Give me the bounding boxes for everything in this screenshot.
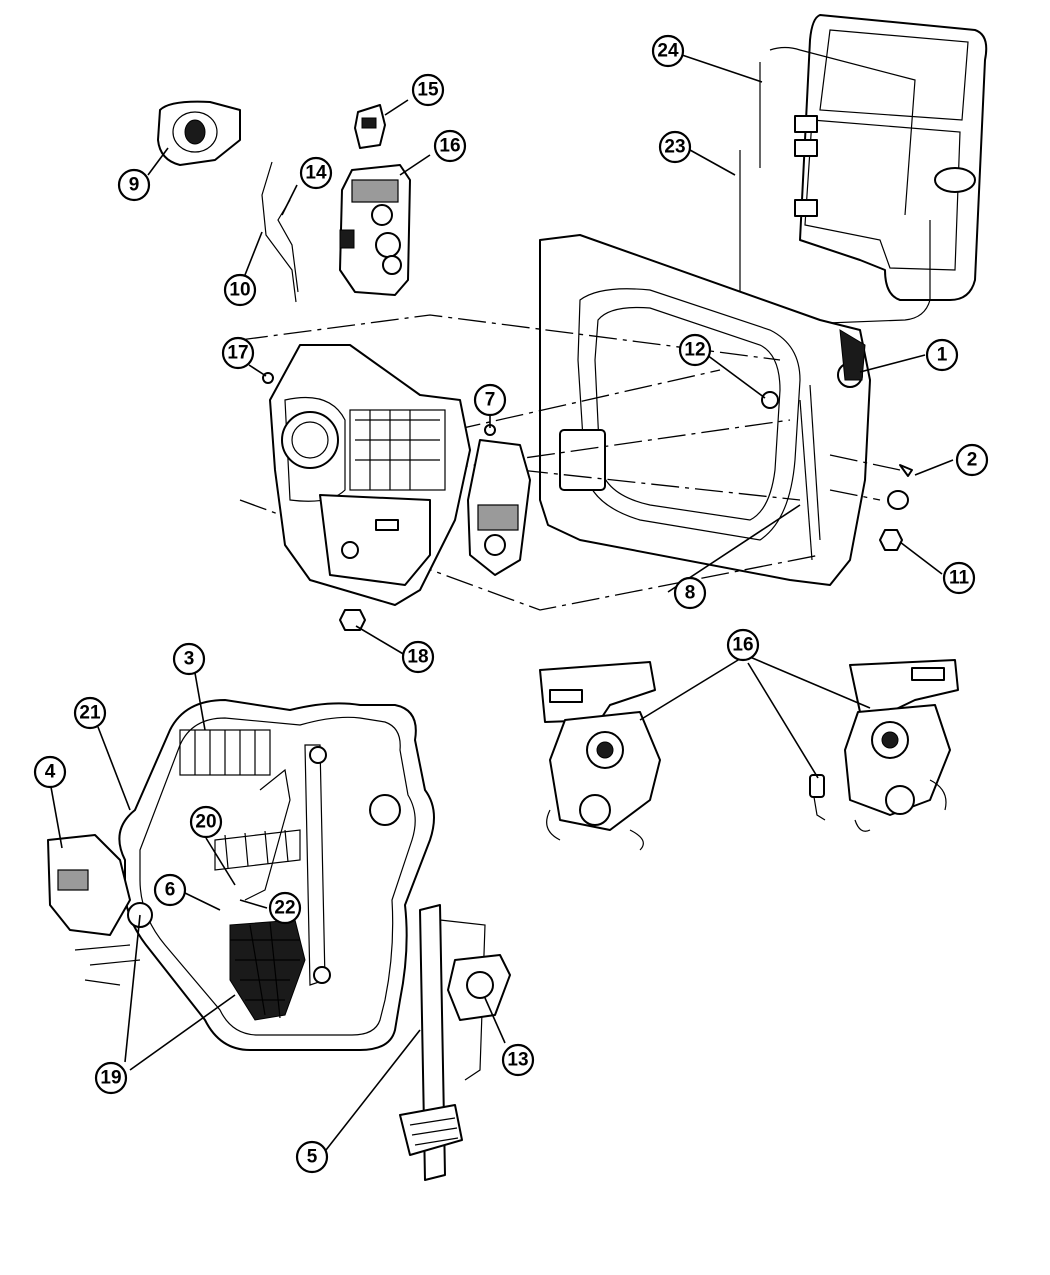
- callout-9: 9: [117, 168, 151, 202]
- svg-text:10: 10: [229, 280, 250, 301]
- callout-8: 8: [673, 576, 707, 610]
- callout-1: 1: [925, 338, 959, 372]
- handle-bezel: [157, 100, 241, 166]
- callout-13: 13: [501, 1043, 535, 1077]
- svg-text:14: 14: [305, 163, 327, 184]
- callout-4: 4: [33, 755, 67, 789]
- callout-23: 23: [658, 130, 692, 164]
- latch-variant-right: [844, 659, 959, 832]
- callout-5: 5: [295, 1140, 329, 1174]
- lock-switch: [354, 104, 386, 149]
- callout-17: 17: [221, 336, 255, 370]
- svg-text:5: 5: [307, 1147, 318, 1168]
- callout-16-top: 16: [433, 129, 467, 163]
- callout-7: 7: [473, 383, 507, 417]
- inner-carrier-panel: [269, 344, 471, 606]
- svg-text:7: 7: [485, 390, 496, 411]
- callout-14: 14: [299, 156, 333, 190]
- svg-text:3: 3: [184, 649, 195, 670]
- latch-assembly-center: [467, 439, 531, 576]
- svg-text:16: 16: [732, 635, 753, 656]
- svg-text:17: 17: [227, 343, 248, 364]
- svg-text:23: 23: [664, 137, 685, 158]
- svg-text:9: 9: [129, 175, 140, 196]
- svg-text:24: 24: [657, 41, 679, 62]
- door-latch-top: [339, 164, 411, 296]
- callout-10: 10: [223, 273, 257, 307]
- callout-6: 6: [153, 873, 187, 907]
- svg-text:19: 19: [100, 1068, 121, 1089]
- lock-rods: [261, 161, 299, 303]
- svg-text:18: 18: [407, 647, 428, 668]
- svg-text:2: 2: [967, 450, 978, 471]
- svg-text:16: 16: [439, 136, 460, 157]
- svg-text:11: 11: [949, 568, 970, 589]
- svg-text:13: 13: [507, 1050, 528, 1071]
- outside-handle-bracket: [47, 834, 153, 986]
- window-regulator: [399, 904, 511, 1181]
- svg-text:15: 15: [417, 80, 439, 101]
- callout-11: 11: [942, 561, 976, 595]
- door-shell: [539, 234, 871, 586]
- latch-variant-left: [539, 661, 661, 851]
- svg-text:1: 1: [937, 345, 948, 366]
- svg-text:6: 6: [165, 880, 176, 901]
- callout-24: 24: [651, 34, 685, 68]
- callout-20: 20: [189, 805, 223, 839]
- callout-2: 2: [955, 443, 989, 477]
- svg-text:8: 8: [685, 583, 696, 604]
- callout-15: 15: [411, 73, 445, 107]
- svg-text:21: 21: [79, 703, 101, 724]
- callout-18: 18: [401, 640, 435, 674]
- callout-16-bottom: 16: [726, 628, 760, 662]
- door-frame-glass-run: [739, 14, 988, 326]
- svg-text:12: 12: [684, 340, 705, 361]
- svg-text:4: 4: [45, 762, 56, 783]
- callout-22: 22: [268, 891, 302, 925]
- leader-lines: [50, 54, 954, 1151]
- svg-text:20: 20: [195, 812, 216, 833]
- callout-3: 3: [172, 642, 206, 676]
- callout-19: 19: [94, 1061, 128, 1095]
- callout-21: 21: [73, 696, 107, 730]
- svg-text:22: 22: [274, 898, 295, 919]
- latch-small-clip: [809, 774, 826, 821]
- callout-12: 12: [678, 333, 712, 367]
